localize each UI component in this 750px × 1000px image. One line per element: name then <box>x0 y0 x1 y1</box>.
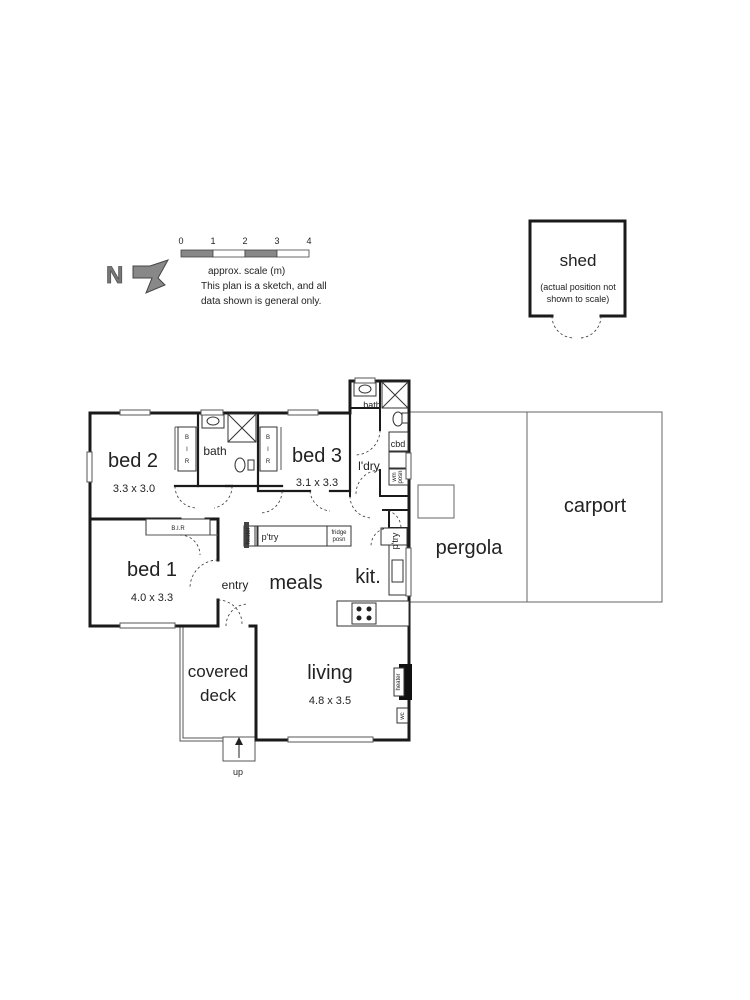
windows <box>86 377 412 743</box>
north-letter: N <box>106 262 123 289</box>
scale-segment <box>180 249 214 258</box>
interior-walls <box>145 380 412 724</box>
scale-segment <box>276 249 310 258</box>
shed-label: shed <box>560 251 597 270</box>
north-arrow-shape <box>132 259 170 294</box>
living-heater-label: heater <box>396 673 402 690</box>
laundry-label: l'dry <box>358 459 380 473</box>
toilet <box>234 457 246 473</box>
bed-1-dims: 4.0 x 3.3 <box>131 592 173 604</box>
kitchen-pantry-label: p'try <box>390 532 400 549</box>
bir-right-r: R <box>266 459 271 465</box>
shed: shed (actual position not shown to scale… <box>528 219 627 339</box>
scale-bar: 0 1 2 3 4 approx. scale (m) This plan is… <box>178 236 326 307</box>
meals-pantry-label: p'try <box>262 532 279 542</box>
north-arrow-icon: N <box>106 259 170 294</box>
meals-label: meals <box>269 572 322 594</box>
bir-bed-1-label: B.I.R <box>171 526 185 532</box>
carport-label: carport <box>564 495 627 517</box>
scale-label: approx. scale (m) <box>208 266 285 277</box>
ensuite-vanity <box>353 381 377 397</box>
cbd-label: cbd <box>391 439 406 449</box>
bir-left-b: B <box>185 435 189 441</box>
covered-deck: up covered deck <box>179 625 256 777</box>
bed-1-label: bed 1 <box>127 559 177 581</box>
scale-tick-3: 3 <box>274 236 279 246</box>
scale-segment <box>212 249 246 258</box>
covered-deck-label-line-1: covered <box>188 662 248 681</box>
scale-tick-1: 1 <box>210 236 215 246</box>
scale-tick-0: 0 <box>178 236 183 246</box>
bed-2-dims: 3.3 x 3.0 <box>113 483 155 495</box>
washer-label-line-1: wm <box>392 472 398 482</box>
living-dims: 4.8 x 3.5 <box>309 695 351 707</box>
bir-left-r: R <box>185 459 190 465</box>
up-arrow-icon <box>235 737 243 745</box>
scale-note-line-2: data shown is general only. <box>201 296 321 307</box>
bir-left-i: I <box>186 447 188 453</box>
entry-label: entry <box>222 578 249 592</box>
living-label: living <box>307 662 353 684</box>
pergola-label: pergola <box>436 537 504 559</box>
carport-structure: pergola carport <box>407 411 663 603</box>
scale-tick-4: 4 <box>306 236 311 246</box>
up-label: up <box>233 767 243 777</box>
fridge-label-line-1: fridge <box>331 530 347 536</box>
fixture-labels: B I R B I R B.I.R heater heater fridge p… <box>171 435 406 721</box>
washer-label-line-2: posn <box>398 470 404 483</box>
scale-tick-2: 2 <box>242 236 247 246</box>
bed-3-dims: 3.1 x 3.3 <box>296 477 338 489</box>
meals-heater-label: heater <box>246 527 252 544</box>
bed-3-label: bed 3 <box>292 445 342 467</box>
fridge-label-line-2: posn <box>332 537 345 543</box>
shed-note-line-2: shown to scale) <box>547 294 610 304</box>
bathroom-fixtures <box>201 381 409 473</box>
room-labels: bed 2 3.3 x 3.0 bed 3 3.1 x 3.3 bed 1 4.… <box>108 400 405 707</box>
kitchen-label: kit. <box>355 566 381 588</box>
ensuite-bath-label: bath <box>363 400 381 410</box>
covered-deck-label-line-2: deck <box>200 686 236 705</box>
bir-right-b: B <box>266 435 270 441</box>
scale-segment <box>244 249 278 258</box>
bed-2-label: bed 2 <box>108 450 158 472</box>
scale-note-line-1: This plan is a sketch, and all <box>201 281 327 292</box>
bath-label: bath <box>203 444 226 458</box>
wc-label: wc <box>400 712 406 720</box>
bir-right-i: I <box>267 447 269 453</box>
vanity <box>201 413 225 429</box>
pergola-step <box>417 484 455 519</box>
doors <box>174 429 402 627</box>
shed-note-line-1: (actual position not <box>540 282 616 292</box>
